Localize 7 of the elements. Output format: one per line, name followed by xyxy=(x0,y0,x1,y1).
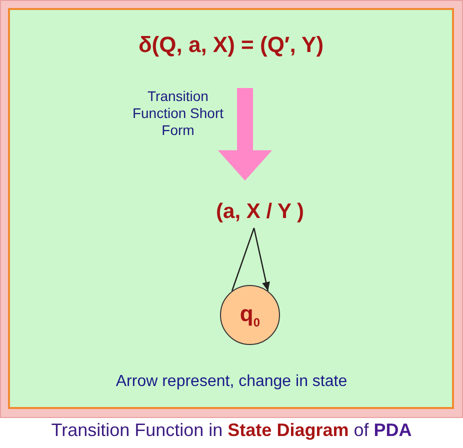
caption: Transition Function in State Diagram of PDA xyxy=(50,420,413,441)
transition-label: (a, X / Y ) xyxy=(216,200,304,224)
block-arrow xyxy=(218,88,272,181)
arrow xyxy=(253,228,270,292)
note-text: Arrow represent, change in state xyxy=(114,373,348,391)
formula-text: δ(Q, a, X) = (Q′, Y) xyxy=(138,32,324,58)
edge-label: Transition Function Short Form xyxy=(131,88,225,139)
